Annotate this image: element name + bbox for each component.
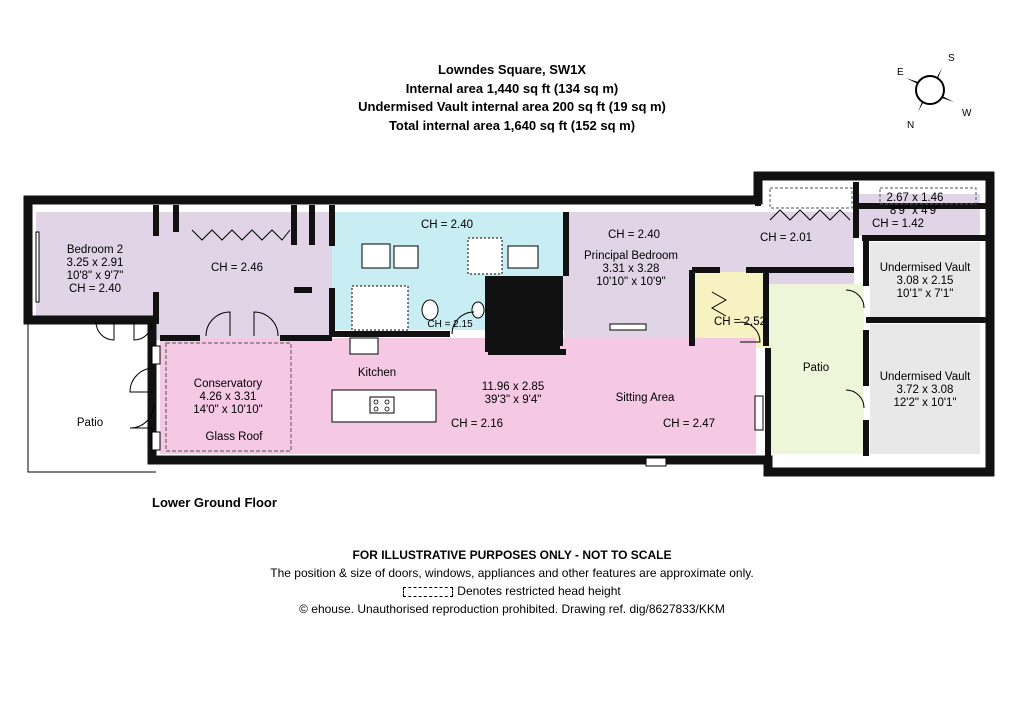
principal-bedroom-label: Principal Bedroom 3.31 x 3.28 10'10" x 1… xyxy=(584,250,678,289)
bathroom-fixtures xyxy=(351,237,539,331)
store-ch: CH = 1.42 xyxy=(871,218,925,230)
glass-roof-label: Glass Roof xyxy=(205,431,263,443)
conservatory-outline xyxy=(165,342,292,452)
compass-rose-icon xyxy=(906,68,954,112)
disclaimer-note: The position & size of doors, windows, a… xyxy=(270,566,754,580)
internal-area: Internal area 1,440 sq ft (134 sq m) xyxy=(405,81,619,96)
vault2-imperial: 12'2" x 10'1" xyxy=(893,397,957,409)
dressing-fill xyxy=(156,212,332,340)
floor-name: Lower Ground Floor xyxy=(152,495,277,510)
dressing-ch: CH = 2.46 xyxy=(210,262,264,274)
bathroom-core xyxy=(488,276,560,352)
patio-left-outline xyxy=(27,319,156,473)
vault1-fill xyxy=(870,242,980,319)
compass-east: E xyxy=(897,67,904,78)
bedroom2-imperial: 10'8" x 9'7" xyxy=(66,270,124,282)
legend-text: Denotes restricted head height xyxy=(457,584,621,598)
patio-right-label: Patio xyxy=(802,362,830,374)
vault2-label: Undermised Vault 3.72 x 3.08 12'2" x 10'… xyxy=(880,371,971,410)
store-metric: 2.67 x 1.46 xyxy=(886,192,944,204)
legend: Denotes restricted head height xyxy=(0,582,1024,600)
total-area: Total internal area 1,640 sq ft (152 sq … xyxy=(388,118,636,133)
store-label: 2.67 x 1.46 8'9" x 4'9" xyxy=(887,192,944,218)
patio-left-label: Patio xyxy=(76,417,104,429)
restricted-head-height-store xyxy=(879,187,977,205)
compass-icon: S E N W xyxy=(880,50,980,140)
conservatory-metric: 4.26 x 3.31 xyxy=(199,391,257,403)
vault2-metric: 3.72 x 3.08 xyxy=(896,384,954,396)
bathroom-ch: CH = 2.40 xyxy=(420,219,474,231)
hall-ch: CH = 2.52 xyxy=(713,316,767,328)
sink-icon xyxy=(349,337,379,355)
vault2-name: Undermised Vault xyxy=(879,371,971,383)
bedroom2-ch: CH = 2.40 xyxy=(68,283,122,295)
wardrobe-dressing xyxy=(191,229,291,241)
conservatory-name: Conservatory xyxy=(193,378,263,390)
hob-icon xyxy=(369,396,395,414)
principal-name: Principal Bedroom xyxy=(584,250,678,262)
principal-metric: 3.31 x 3.28 xyxy=(602,263,660,275)
living-imperial: 39'3" x 9'4" xyxy=(484,394,542,406)
vault1-metric: 3.08 x 2.15 xyxy=(896,275,954,287)
bedroom2-label: Bedroom 2 3.25 x 2.91 10'8" x 9'7" CH = … xyxy=(67,244,124,296)
principal-imperial: 10'10" x 10'9" xyxy=(596,276,666,288)
vault1-name: Undermised Vault xyxy=(879,262,971,274)
living-metric: 11.96 x 2.85 xyxy=(481,381,545,393)
compass-south: S xyxy=(948,53,955,64)
compass-west: W xyxy=(962,108,972,119)
doors xyxy=(95,289,865,429)
living-dimensions: 11.96 x 2.85 39'3" x 9'4" xyxy=(482,381,544,407)
wardrobe-principal xyxy=(769,209,851,221)
conservatory-label: Conservatory 4.26 x 3.31 14'0" x 10'10" xyxy=(193,378,262,417)
bedroom2-fill xyxy=(36,212,156,320)
restricted-head-height xyxy=(769,187,853,209)
kitchen-label: Kitchen xyxy=(357,367,397,379)
property-address: Lowndes Square, SW1X xyxy=(437,62,587,77)
conservatory-imperial: 14'0" x 10'10" xyxy=(193,404,263,416)
vault1-label: Undermised Vault 3.08 x 2.15 10'1" x 7'1… xyxy=(880,262,971,301)
wc-ch: CH = 2.15 xyxy=(427,319,473,330)
sitting-area-label: Sitting Area xyxy=(615,392,675,404)
bedroom2-metric: 3.25 x 2.91 xyxy=(66,257,124,269)
hall-fill xyxy=(692,272,768,348)
bedroom2-name: Bedroom 2 xyxy=(66,244,124,256)
living-ch2: CH = 2.47 xyxy=(662,418,716,430)
store-fill xyxy=(854,194,980,236)
windows xyxy=(35,231,764,467)
disclaimer: FOR ILLUSTRATIVE PURPOSES ONLY - NOT TO … xyxy=(352,548,672,562)
patio-right-fill xyxy=(768,284,864,454)
store-imperial: 8'9" x 4'9" xyxy=(889,205,941,217)
restricted-head-height-legend-icon xyxy=(403,586,454,597)
living-fill xyxy=(160,338,756,454)
principal-wardrobe-ch: CH = 2.01 xyxy=(759,232,813,244)
vault1-imperial: 10'1" x 7'1" xyxy=(896,288,954,300)
vault2-fill xyxy=(870,324,980,454)
copyright: © ehouse. Unauthorised reproduction proh… xyxy=(299,602,725,616)
vault-area: Undermised Vault internal area 200 sq ft… xyxy=(358,99,666,114)
compass-north: N xyxy=(907,120,915,131)
living-ch1: CH = 2.16 xyxy=(450,418,504,430)
principal-ch: CH = 2.40 xyxy=(607,229,661,241)
